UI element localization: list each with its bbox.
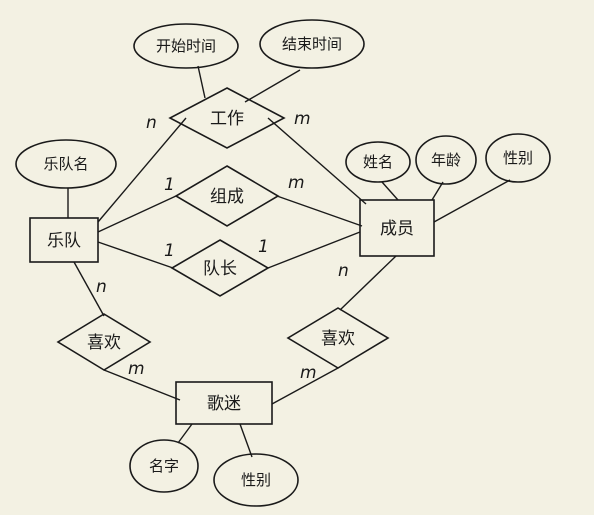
edge-age-member bbox=[431, 181, 444, 201]
attribute-end-time: 结束时间 bbox=[259, 19, 365, 69]
edge-member-likes bbox=[339, 255, 397, 311]
attribute-end-time-label: 结束时间 bbox=[282, 35, 342, 53]
attribute-member-age: 年龄 bbox=[415, 135, 477, 185]
entity-band: 乐队 bbox=[29, 217, 99, 263]
attribute-member-age-label: 年龄 bbox=[431, 151, 461, 169]
attribute-start-time: 开始时间 bbox=[133, 23, 239, 69]
relationship-work: 工作 bbox=[168, 87, 286, 149]
cardinality-band-captain: 1 bbox=[164, 241, 175, 261]
attribute-band-name: 乐队名 bbox=[15, 139, 117, 189]
cardinality-member-likes: n bbox=[338, 261, 349, 281]
attribute-start-time-label: 开始时间 bbox=[156, 37, 216, 55]
edge-name-member bbox=[381, 181, 399, 201]
attribute-fan-gender-label: 性别 bbox=[241, 471, 271, 489]
edge-likes-song bbox=[103, 369, 181, 401]
relationship-compose-label: 组成 bbox=[210, 187, 244, 207]
cardinality-band-likes: n bbox=[96, 277, 107, 297]
edge-fan-name-song bbox=[177, 423, 193, 444]
relationship-work-label: 工作 bbox=[210, 109, 244, 129]
attribute-member-gender: 性别 bbox=[485, 133, 551, 183]
entity-song: 歌迷 bbox=[175, 381, 273, 425]
edge-work-member bbox=[267, 117, 367, 205]
cardinality-band-work: n bbox=[146, 113, 157, 133]
edge-band-work bbox=[97, 117, 187, 223]
attribute-fan-name-label: 名字 bbox=[149, 457, 179, 475]
cardinality-fan-likes-band: m bbox=[128, 359, 145, 379]
edge-likes-song-2 bbox=[271, 367, 339, 405]
entity-member-label: 成员 bbox=[380, 219, 414, 239]
edge-gender-member bbox=[433, 179, 511, 223]
edge-compose-member bbox=[276, 195, 363, 227]
relationship-likes-band-label: 喜欢 bbox=[87, 333, 121, 353]
relationship-likes-member: 喜欢 bbox=[286, 307, 390, 369]
edge-fan-gender-song bbox=[239, 423, 253, 458]
relationship-likes-member-label: 喜欢 bbox=[321, 329, 355, 349]
cardinality-member-work: m bbox=[294, 109, 311, 129]
cardinality-member-captain: 1 bbox=[258, 237, 269, 257]
edge-start-time-work bbox=[197, 65, 206, 99]
entity-song-label: 歌迷 bbox=[207, 394, 241, 414]
attribute-fan-gender: 性别 bbox=[213, 453, 299, 507]
edges bbox=[67, 65, 511, 458]
entity-band-label: 乐队 bbox=[47, 231, 81, 251]
edge-band-likes bbox=[73, 261, 105, 317]
cardinality-fan-likes-member: m bbox=[300, 363, 317, 383]
relationship-likes-band: 喜欢 bbox=[56, 313, 152, 371]
relationship-compose: 组成 bbox=[174, 165, 280, 227]
edge-band-captain bbox=[97, 241, 174, 269]
edge-end-time-work bbox=[244, 69, 301, 103]
relationship-captain: 队长 bbox=[170, 239, 270, 297]
attribute-member-name: 姓名 bbox=[345, 141, 411, 183]
cardinality-member-compose: m bbox=[288, 173, 305, 193]
edge-captain-member bbox=[267, 231, 361, 269]
attribute-member-gender-label: 性别 bbox=[503, 149, 533, 167]
attribute-band-name-label: 乐队名 bbox=[43, 155, 88, 173]
relationship-captain-label: 队长 bbox=[203, 259, 237, 279]
cardinalities: n m 1 m 1 1 n m n m bbox=[96, 109, 349, 383]
attribute-member-name-label: 姓名 bbox=[363, 153, 393, 171]
cardinality-band-compose: 1 bbox=[164, 175, 175, 195]
entity-member: 成员 bbox=[359, 199, 435, 257]
edge-band-compose bbox=[97, 195, 177, 233]
attribute-fan-name: 名字 bbox=[129, 439, 199, 493]
